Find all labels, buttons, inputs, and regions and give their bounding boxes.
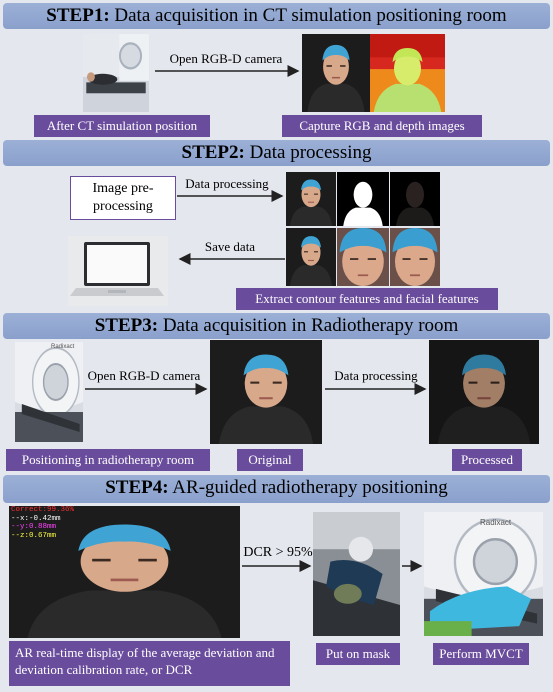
step3-open-arrow-label: Open RGB-D camera xyxy=(87,368,201,383)
gantry-brand: Radixact xyxy=(51,344,75,350)
masked-face-dark xyxy=(390,172,440,226)
step1-banner: STEP1: Data acquisition in CT simulation… xyxy=(3,3,550,29)
dcr-arrow-label: DCR > 95% xyxy=(243,545,313,560)
step2-process-arrow-label: Data processing xyxy=(185,176,269,191)
ar-display-photo: Correct:99.36% --x:-0.42mm --y:0.88mm --… xyxy=(9,506,240,638)
step4-banner: STEP4: AR-guided radiotherapy positionin… xyxy=(3,475,550,503)
after-ct-label: After CT simulation position xyxy=(34,115,210,137)
step1-title: Data acquisition in CT simulation positi… xyxy=(109,5,507,26)
overlay-y: --y:0.88mm xyxy=(11,523,57,531)
step3-process-arrow-label: Data processing xyxy=(334,368,418,383)
original-label: Original xyxy=(237,449,303,471)
contour-mask-white xyxy=(337,172,389,226)
laptop-image xyxy=(68,236,168,306)
processed-label: Processed xyxy=(452,449,522,471)
image-preprocessing-box: Image pre-processing xyxy=(70,176,176,220)
step3-title: Data acquisition in Radiotherapy room xyxy=(158,315,459,336)
step2-title: Data processing xyxy=(244,142,372,163)
save-data-arrow-label: Save data xyxy=(204,239,256,254)
step3-label: STEP3: xyxy=(94,315,159,336)
perform-mvct-label: Perform MVCT xyxy=(433,643,529,665)
overlay-x: --x:-0.42mm xyxy=(11,514,61,523)
step1-label: STEP1: xyxy=(46,5,110,26)
depth-capture-image xyxy=(370,34,445,112)
put-on-mask-photo xyxy=(313,512,400,636)
overlay-correct: Correct:99.36% xyxy=(11,506,75,514)
ar-caption: AR real-time display of the average devi… xyxy=(9,641,290,686)
step4-title: AR-guided radiotherapy positioning xyxy=(168,477,448,498)
radiotherapy-room-photo: Radixact xyxy=(15,342,83,442)
extract-features-label: Extract contour features and facial feat… xyxy=(236,288,498,310)
step2-banner: STEP2: Data processing xyxy=(3,140,550,166)
mvct-brand: Radixact xyxy=(480,518,512,527)
step4-label: STEP4: xyxy=(105,477,169,498)
processed-face-photo-large xyxy=(429,340,539,444)
overlay-z: --z:0.67mm xyxy=(11,531,57,540)
step2-label: STEP2: xyxy=(181,142,245,163)
positioning-label: Positioning in radiotherapy room xyxy=(6,449,210,471)
step3-banner: STEP3: Data acquisition in Radiotherapy … xyxy=(3,313,550,339)
mvct-photo: Radixact xyxy=(424,512,543,636)
capture-rgb-depth-label: Capture RGB and depth images xyxy=(282,115,482,137)
step1-arrow-label: Open RGB-D camera xyxy=(169,51,283,66)
ar-overlay: Correct:99.36% --x:-0.42mm --y:0.88mm --… xyxy=(11,506,74,540)
put-on-mask-label: Put on mask xyxy=(316,643,400,665)
